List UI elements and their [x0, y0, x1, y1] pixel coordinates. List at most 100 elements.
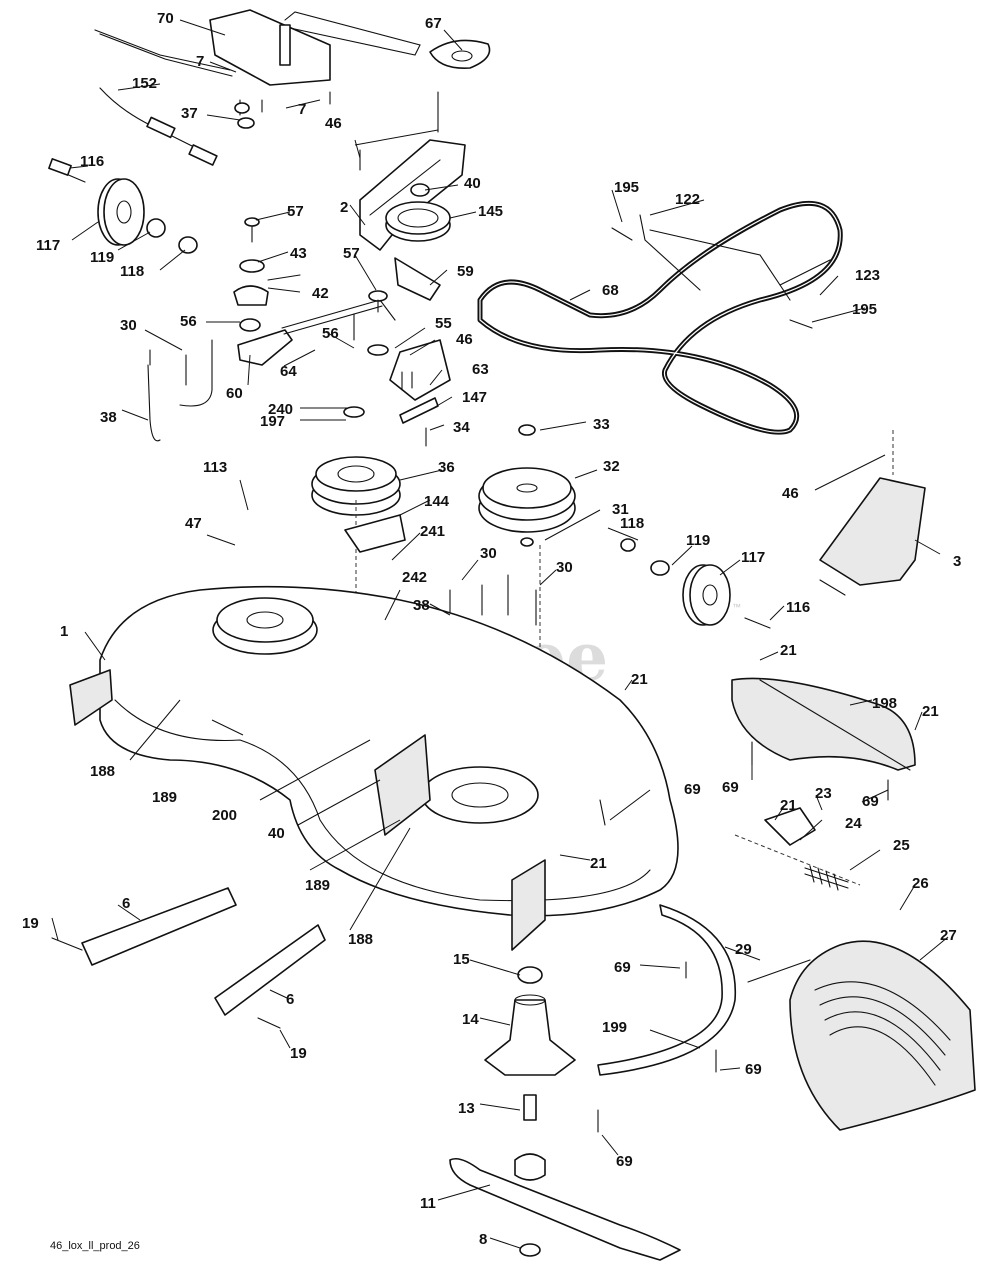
- callout-labels: 70 67 7 7 152 37 46 116 40 195 122 2 145…: [22, 10, 961, 1248]
- spindle-pulley-32: [478, 424, 576, 780]
- callout-7: 7: [196, 53, 204, 70]
- callout-21: 21: [780, 642, 797, 659]
- callout-38: 38: [413, 597, 430, 614]
- callout-59: 59: [457, 263, 474, 280]
- leader-lines: [51, 19, 949, 1249]
- callout-69: 69: [722, 779, 739, 796]
- spring-25: [804, 865, 849, 891]
- callout-56: 56: [180, 313, 197, 330]
- callout-69: 69: [862, 793, 879, 810]
- callout-29: 29: [735, 941, 752, 958]
- belt-guide-144: [344, 514, 406, 553]
- callout-23: 23: [815, 785, 832, 802]
- callout-123: 123: [855, 267, 880, 284]
- cable-152: [99, 87, 218, 166]
- callout-30: 30: [556, 559, 573, 576]
- callout-116: 116: [80, 153, 104, 170]
- callout-31: 31: [612, 501, 629, 518]
- callout-70: 70: [157, 10, 174, 27]
- callout-6: 6: [286, 991, 294, 1008]
- callout-25: 25: [893, 837, 910, 854]
- baffle-198: [731, 677, 916, 771]
- callout-188: 188: [348, 931, 373, 948]
- idler-pulley-145: [385, 183, 451, 242]
- callout-188: 188: [90, 763, 115, 780]
- callout-63: 63: [472, 361, 489, 378]
- callout-198: 198: [872, 695, 897, 712]
- callout-197: 197: [260, 413, 285, 430]
- callout-30: 30: [120, 317, 137, 334]
- callout-69: 69: [616, 1153, 633, 1170]
- callout-37: 37: [181, 105, 198, 122]
- callout-57: 57: [287, 203, 304, 220]
- callout-21: 21: [631, 671, 648, 688]
- engagement-rod-assembly: [94, 9, 421, 116]
- stabilizer-bracket-6-lower: [214, 924, 326, 1029]
- callout-43: 43: [290, 245, 307, 262]
- callout-116: 116: [786, 599, 810, 616]
- blade-11: [449, 1157, 681, 1261]
- callout-145: 145: [478, 203, 503, 220]
- callout-113: 113: [203, 459, 227, 476]
- callout-117: 117: [36, 237, 60, 254]
- deck-lift-hook: [429, 39, 491, 69]
- callout-11: 11: [420, 1195, 436, 1212]
- callout-46: 46: [325, 115, 342, 132]
- callout-8: 8: [479, 1231, 487, 1248]
- callout-40: 40: [464, 175, 481, 192]
- callout-241: 241: [420, 523, 445, 540]
- callout-46: 46: [782, 485, 799, 502]
- callout-57: 57: [343, 245, 360, 262]
- callout-24: 24: [845, 815, 862, 832]
- strap-199: [597, 904, 737, 1076]
- callout-60: 60: [226, 385, 243, 402]
- callout-19: 19: [290, 1045, 307, 1062]
- callout-242: 242: [402, 569, 427, 586]
- callout-13: 13: [458, 1100, 475, 1117]
- callout-67: 67: [425, 15, 442, 32]
- center-pulley-36: [311, 313, 401, 680]
- callout-33: 33: [593, 416, 610, 433]
- callout-119: 119: [686, 532, 710, 549]
- callout-36: 36: [438, 459, 455, 476]
- discharge-chute-27: [747, 940, 976, 1131]
- callout-64: 64: [280, 363, 297, 380]
- callout-27: 27: [940, 927, 957, 944]
- callout-21: 21: [780, 797, 797, 814]
- washer-37: [237, 117, 255, 129]
- callout-21: 21: [922, 703, 939, 720]
- callout-118: 118: [120, 263, 144, 280]
- callout-122: 122: [675, 191, 700, 208]
- callout-189: 189: [305, 877, 330, 894]
- watermark-trademark: ™: [732, 602, 741, 612]
- callout-1: 1: [60, 623, 68, 640]
- callout-46: 46: [456, 331, 473, 348]
- callout-118: 118: [620, 515, 644, 532]
- callout-26: 26: [912, 875, 929, 892]
- deflector-3: [819, 430, 926, 596]
- callout-119: 119: [90, 249, 114, 266]
- callout-55: 55: [435, 315, 452, 332]
- callout-152: 152: [132, 75, 157, 92]
- callout-240: 240: [268, 401, 293, 418]
- callout-19: 19: [22, 915, 39, 932]
- callout-147: 147: [462, 389, 487, 406]
- gauge-wheel-left: [48, 158, 198, 254]
- callout-21: 21: [590, 855, 607, 872]
- callout-56: 56: [322, 325, 339, 342]
- callout-69: 69: [684, 781, 701, 798]
- callout-144: 144: [424, 493, 450, 510]
- callout-199: 199: [602, 1019, 627, 1036]
- callout-69: 69: [614, 959, 631, 976]
- belt-keeper-122: [611, 214, 831, 329]
- callout-6: 6: [122, 895, 130, 912]
- callout-69: 69: [745, 1061, 762, 1078]
- callout-32: 32: [603, 458, 620, 475]
- callout-195: 195: [852, 301, 877, 318]
- callout-47: 47: [185, 515, 202, 532]
- mower-deck-1: [69, 585, 679, 951]
- lift-link-38-left: [147, 339, 213, 442]
- callout-200: 200: [212, 807, 237, 824]
- callout-195: 195: [614, 179, 639, 196]
